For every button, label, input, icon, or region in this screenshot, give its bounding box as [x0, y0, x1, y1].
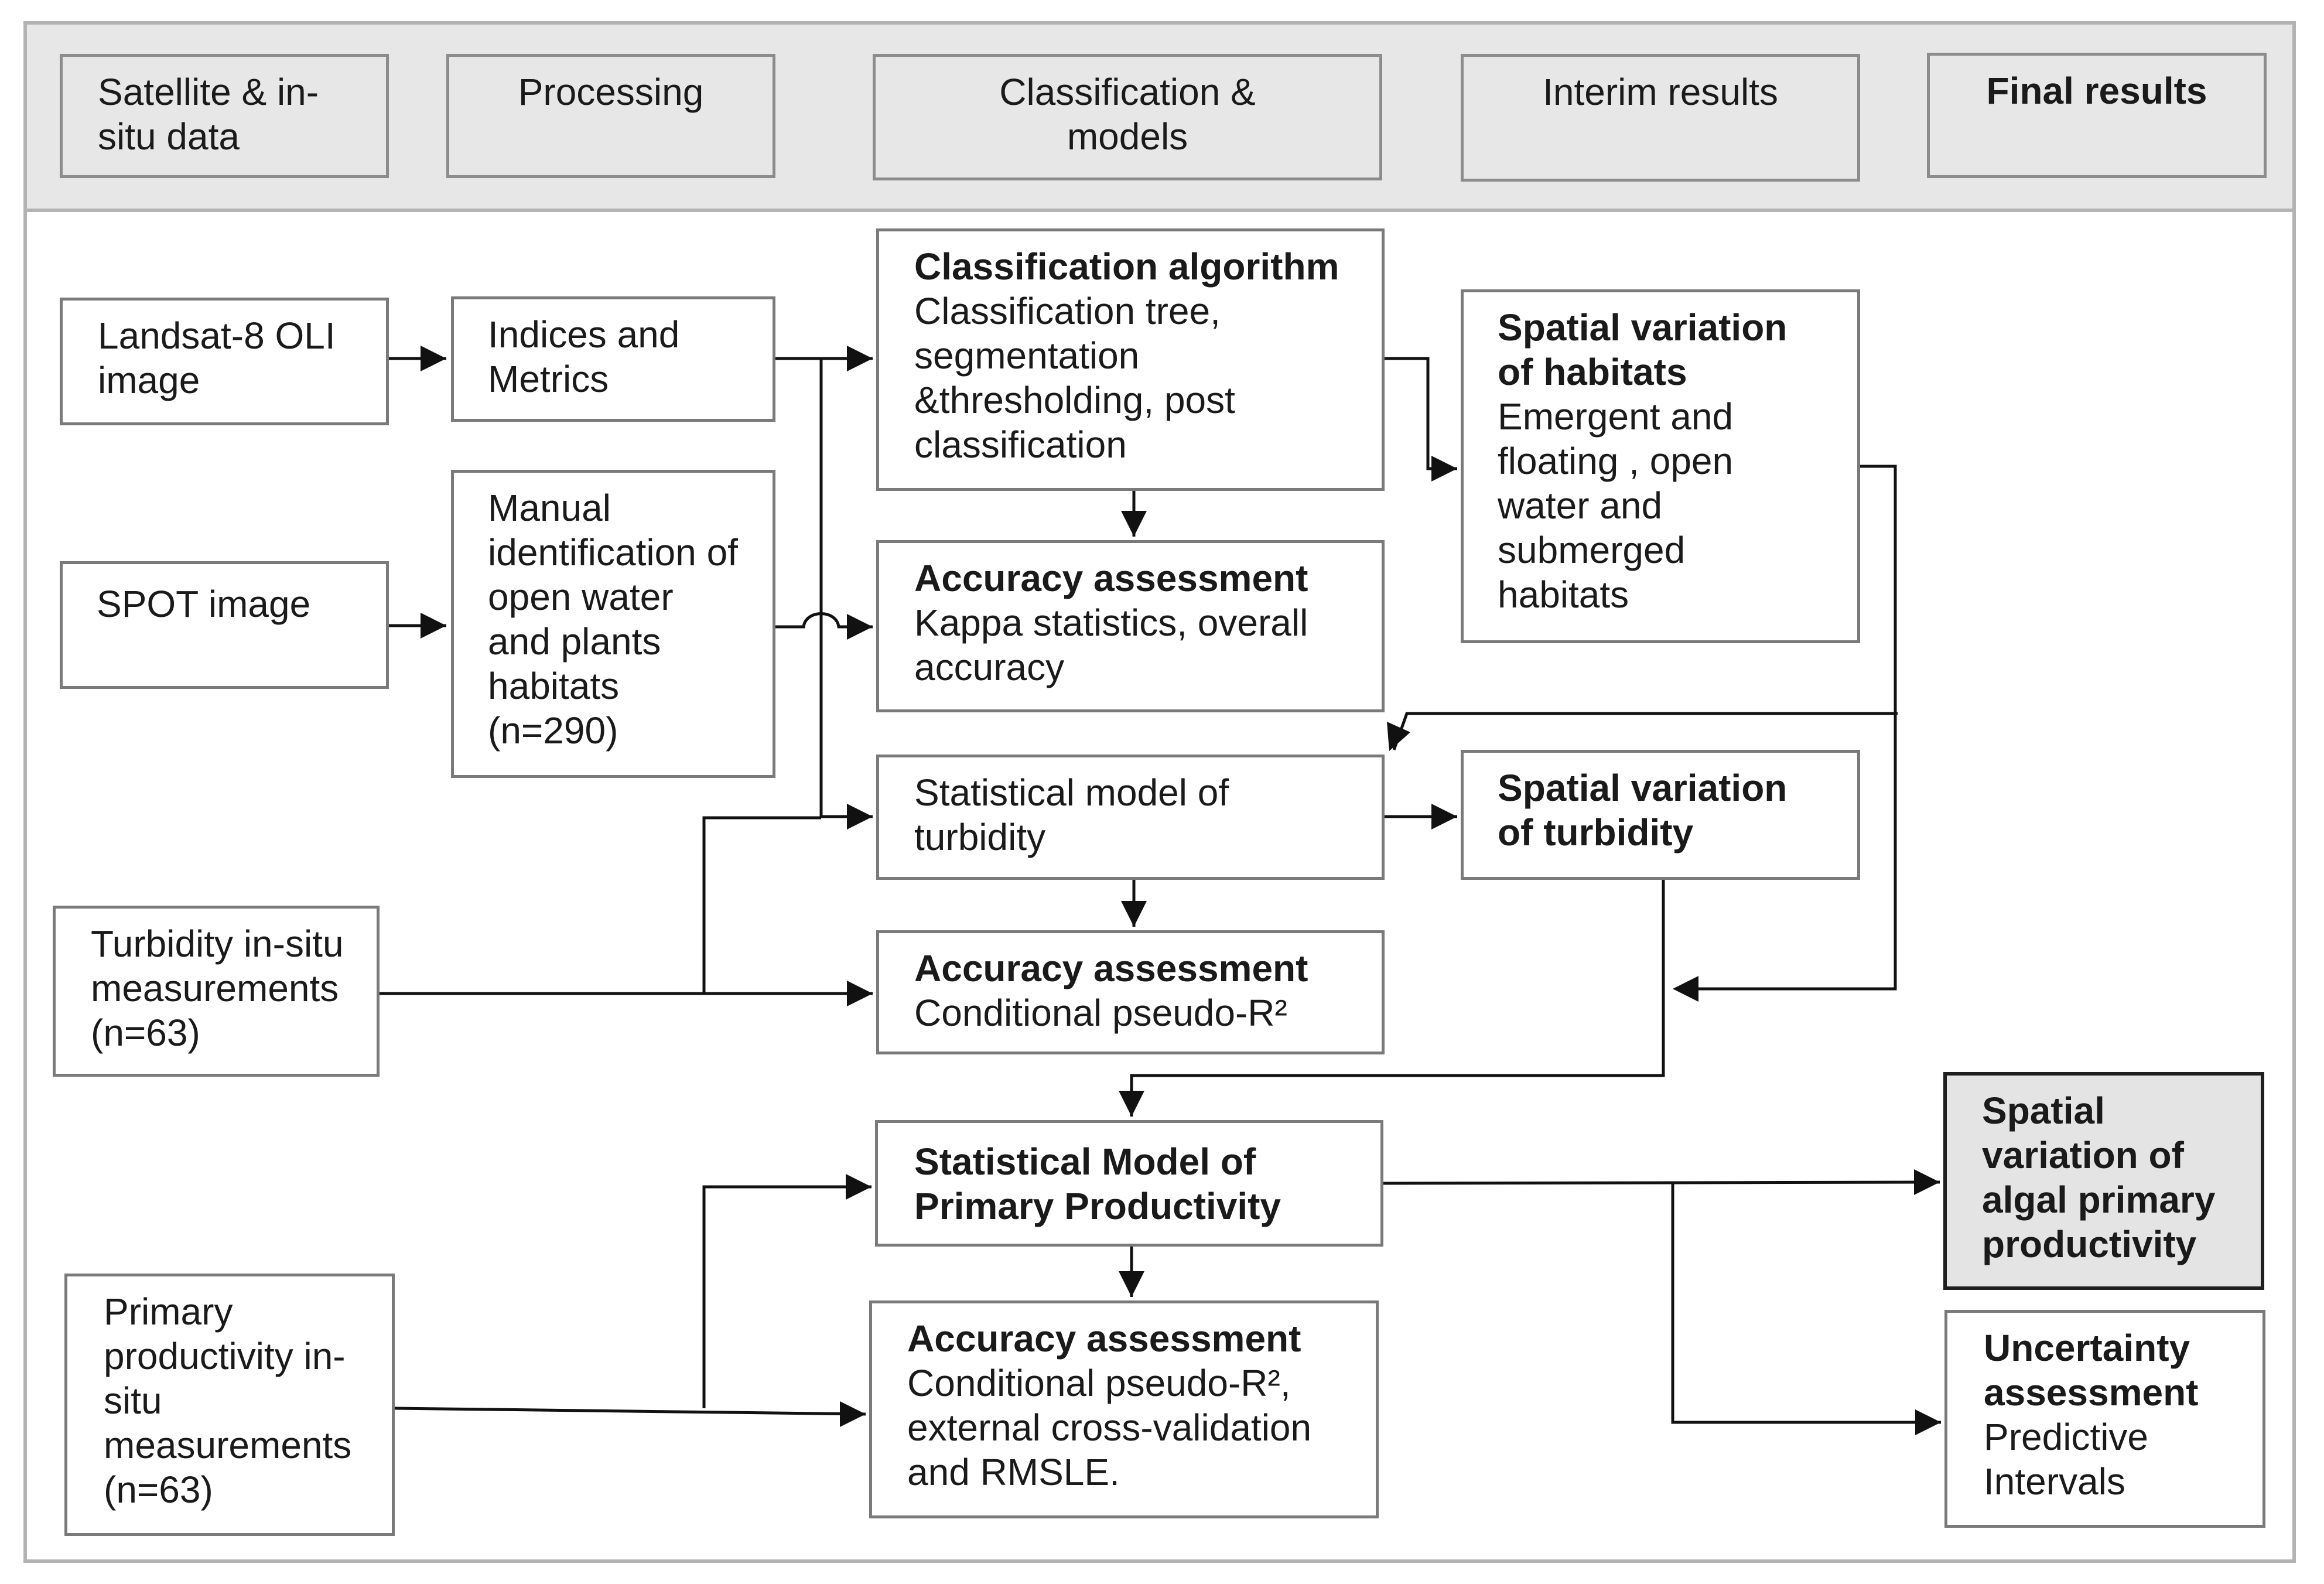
spot-image-box: SPOT image [60, 561, 389, 689]
turbidity-variation-title: Spatial variation of turbidity [1498, 767, 1788, 854]
arrowhead-turbidity-model-feedback [1387, 722, 1410, 751]
turbidity-model-label: Statistical model of turbidity [914, 771, 1229, 858]
arrowhead-uncertainty [1915, 1409, 1941, 1435]
turbidity-measurements-label: Turbidity in-situ measurements (n=63) [91, 923, 344, 1054]
arrowhead-merge [1673, 976, 1698, 1002]
arrow-pp-measurements-to-accuracy [394, 1407, 866, 1416]
accuracy-assessment-kappa-body: Kappa statistics, overall accuracy [914, 602, 1308, 688]
uncertainty-assessment-title: Uncertainty assessment [1984, 1327, 2199, 1414]
landsat-image-box: Landsat-8 OLI image [60, 298, 389, 425]
uncertainty-assessment-body: Predictive Intervals [1984, 1416, 2148, 1503]
header-satellite-label: Satellite & in- situ data [98, 71, 319, 158]
arrow-classification-to-habitats [1385, 357, 1457, 470]
spot-label: SPOT image [97, 583, 311, 625]
header-processing-label: Processing [518, 71, 704, 113]
arrow-manual-to-accuracy-kappa [775, 612, 873, 629]
indices-metrics-box: Indices and Metrics [451, 296, 775, 422]
accuracy-assessment-productivity-body: Conditional pseudo-R², external cross-va… [907, 1362, 1312, 1493]
arrowhead-accuracy-productivity-top [1119, 1271, 1144, 1297]
arrowhead-manual [421, 613, 446, 639]
manual-identification-label: Manual identification of open water and … [488, 487, 738, 752]
primary-productivity-measurements-box: Primary productivity in- situ measuremen… [64, 1274, 395, 1536]
header-classification-label: Classification & models [999, 71, 1256, 158]
branch-indices-down-to-turbidity-model [819, 359, 873, 818]
turbidity-model-box: Statistical model of turbidity [876, 755, 1385, 880]
arrowhead-pp-model-top [1119, 1091, 1144, 1117]
header-final-label: Final results [1986, 70, 2207, 112]
accuracy-assessment-turbidity-title: Accuracy assessment [914, 947, 1308, 989]
indices-metrics-label: Indices and Metrics [488, 313, 680, 400]
arrow-turbidity-variation-to-pp-model [1130, 880, 1665, 1117]
arrow-pp-model-to-algal-variation [1383, 1180, 1940, 1185]
arrow-pp-measurements-to-pp-model [702, 1185, 872, 1408]
turbidity-measurements-box: Turbidity in-situ measurements (n=63) [53, 906, 380, 1077]
arrowhead-classification [847, 346, 873, 371]
header-processing: Processing [446, 54, 775, 178]
arrowhead-accuracy-turbidity-top [1121, 901, 1147, 927]
accuracy-assessment-kappa-title: Accuracy assessment [914, 557, 1308, 599]
arrow-habitats-feedback-to-turbidity-model [1392, 712, 1898, 750]
landsat-label: Landsat-8 OLI image [98, 315, 336, 401]
primary-productivity-model-title: Statistical Model of Primary Productivit… [914, 1141, 1281, 1227]
primary-productivity-model-box: Statistical Model of Primary Productivit… [875, 1120, 1383, 1247]
arrowhead-pp-model-left [846, 1174, 872, 1200]
header-interim-results: Interim results [1461, 54, 1860, 182]
primary-productivity-measurements-label: Primary productivity in- situ measuremen… [104, 1291, 352, 1511]
header-classification-models: Classification & models [873, 54, 1382, 180]
arrowhead-accuracy-productivity-left [840, 1401, 866, 1427]
classification-algorithm-body: Classification tree, segmentation &thres… [914, 290, 1235, 466]
arrowhead-habitats [1431, 456, 1457, 482]
header-final-results: Final results [1927, 53, 2267, 178]
arrowhead-accuracy-kappa-left [847, 614, 873, 640]
arrowhead-accuracy-turbidity-left [847, 981, 873, 1006]
accuracy-assessment-turbidity-body: Conditional pseudo-R² [914, 992, 1287, 1034]
turbidity-variation-box: Spatial variation of turbidity [1461, 750, 1860, 880]
arrowhead-algal-variation [1914, 1169, 1940, 1195]
header-satellite-data: Satellite & in- situ data [60, 54, 389, 178]
arrow-pp-model-to-uncertainty [1671, 1183, 1941, 1424]
arrowhead-accuracy-kappa-top [1121, 511, 1147, 537]
classification-algorithm-title: Classification algorithm [914, 245, 1339, 288]
accuracy-assessment-productivity-title: Accuracy assessment [907, 1317, 1301, 1360]
header-interim-label: Interim results [1543, 71, 1778, 113]
habitats-variation-body: Emergent and floating , open water and s… [1498, 395, 1734, 616]
arrowhead-turbidity-model-left [847, 804, 873, 829]
algal-productivity-variation-title: Spatial variation of algal primary produ… [1982, 1090, 2216, 1265]
arrow-habitats-to-merge [1677, 465, 1897, 991]
manual-identification-box: Manual identification of open water and … [451, 470, 775, 778]
arrowhead-indices [421, 346, 446, 371]
habitats-variation-title: Spatial variation of habitats [1498, 306, 1788, 393]
arrowhead-turbidity-variation [1431, 804, 1457, 829]
arrow-turbidity-measurements-to-model [702, 816, 821, 994]
algal-productivity-variation-box: Spatial variation of algal primary produ… [1943, 1072, 2264, 1290]
